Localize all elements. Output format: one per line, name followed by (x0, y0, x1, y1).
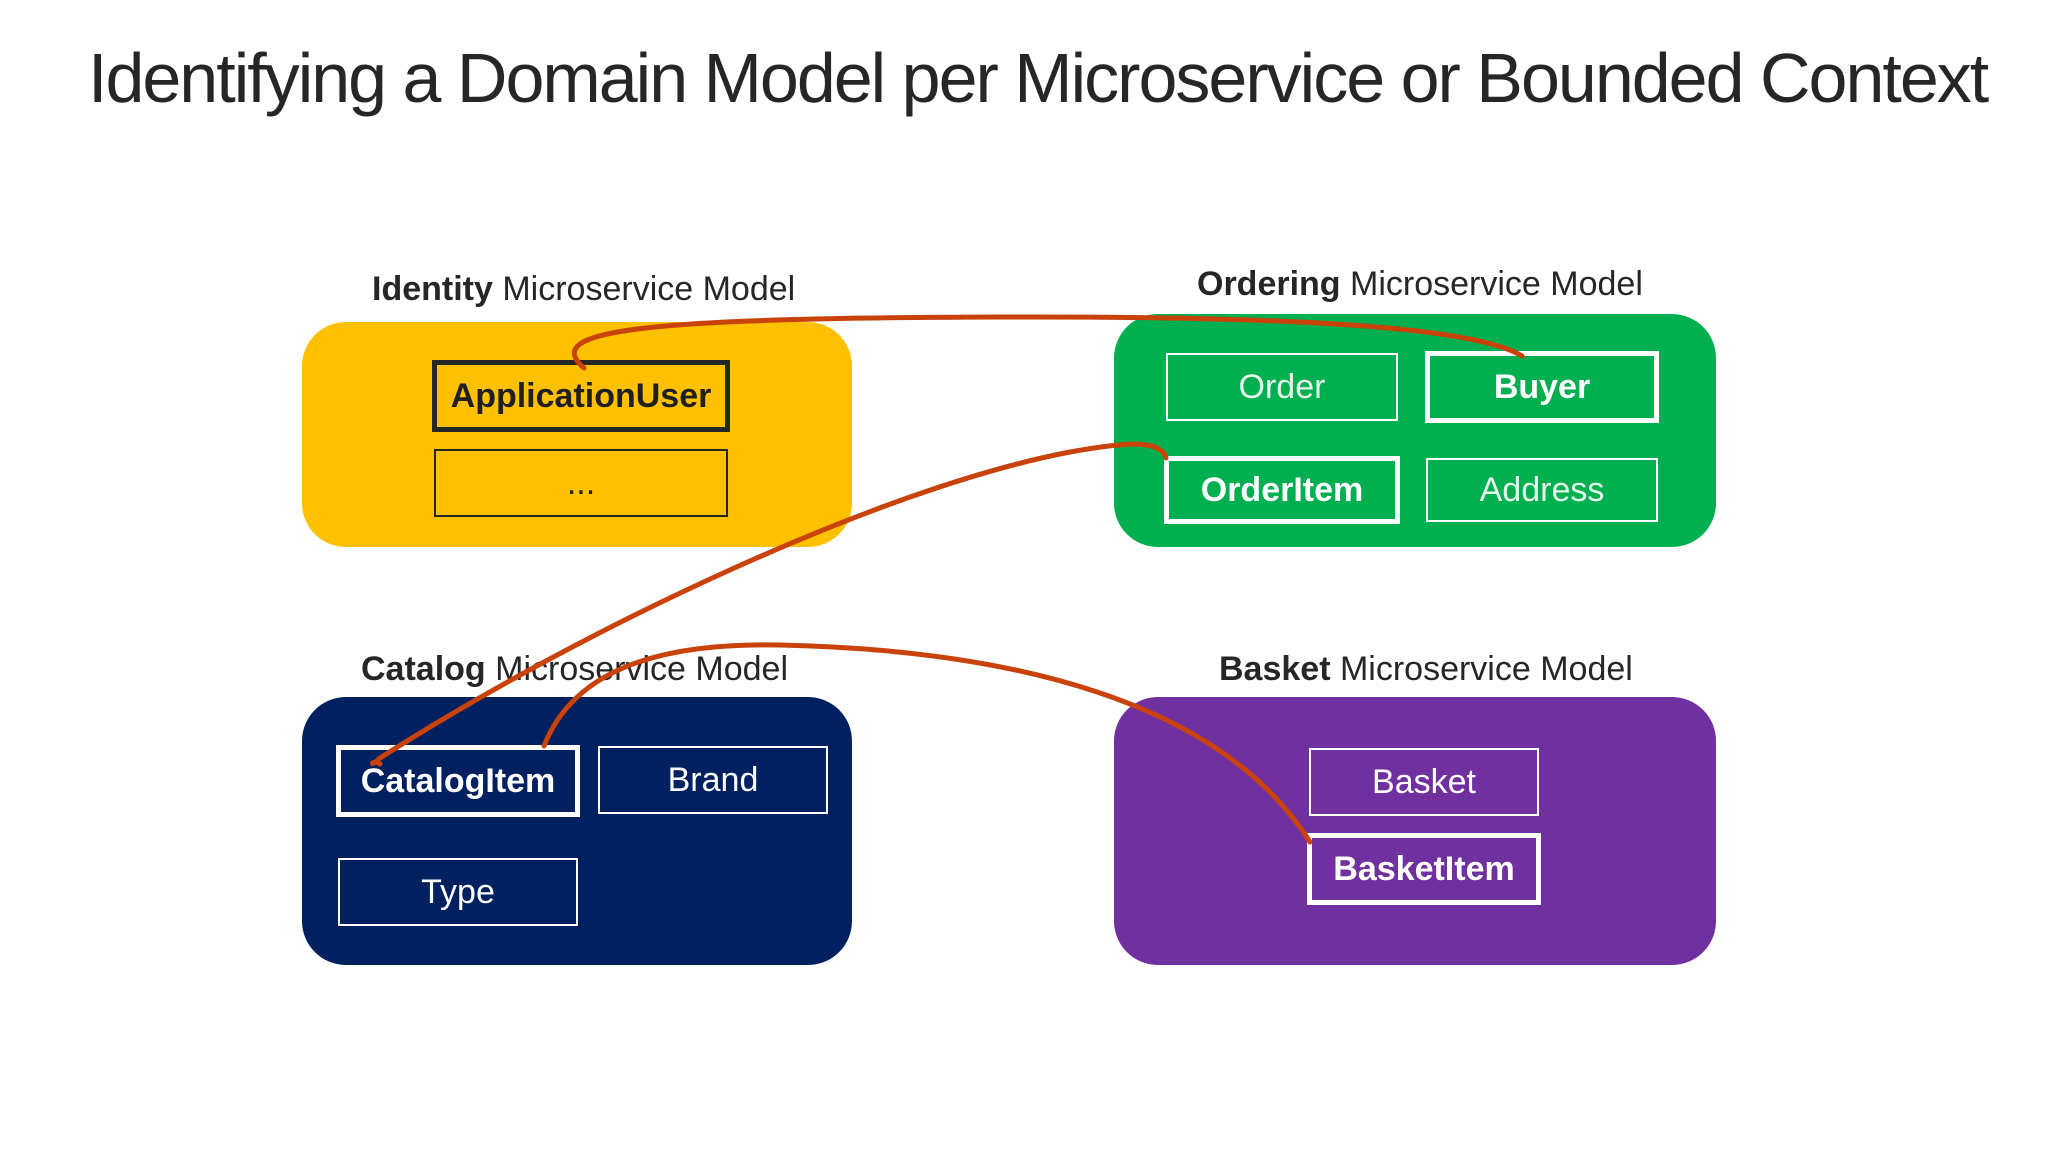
identity-panel-name: Identity (372, 270, 493, 308)
entity-more: ... (434, 449, 728, 517)
entity-basket: Basket (1309, 748, 1539, 816)
entity-order-item: OrderItem (1164, 456, 1400, 524)
identity-microservice-panel: ApplicationUser ... (302, 322, 852, 547)
entity-brand: Brand (598, 746, 828, 814)
catalog-panel-title: Catalog Microservice Model (361, 650, 788, 689)
identity-panel-title: Identity Microservice Model (372, 270, 795, 309)
entity-buyer: Buyer (1425, 351, 1659, 423)
slide-title: Identifying a Domain Model per Microserv… (88, 39, 1989, 117)
identity-panel-suffix: Microservice Model (502, 270, 796, 308)
basket-panel-title: Basket Microservice Model (1219, 650, 1633, 689)
entity-catalog-item: CatalogItem (336, 745, 580, 817)
catalog-panel-suffix: Microservice Model (495, 650, 788, 688)
entity-type: Type (338, 858, 578, 926)
entity-order: Order (1166, 353, 1398, 421)
basket-microservice-panel: Basket BasketItem (1114, 697, 1716, 965)
ordering-microservice-panel: Order Buyer OrderItem Address (1114, 314, 1716, 547)
ordering-panel-suffix: Microservice Model (1350, 265, 1643, 303)
entity-application-user: ApplicationUser (432, 360, 730, 432)
basket-panel-name: Basket (1219, 650, 1331, 688)
entity-address: Address (1426, 458, 1658, 522)
entity-basket-item: BasketItem (1307, 833, 1541, 905)
basket-panel-suffix: Microservice Model (1339, 650, 1633, 688)
ordering-panel-title: Ordering Microservice Model (1197, 265, 1643, 304)
catalog-microservice-panel: CatalogItem Brand Type (302, 697, 852, 965)
ordering-panel-name: Ordering (1197, 265, 1341, 303)
catalog-panel-name: Catalog (361, 650, 486, 688)
